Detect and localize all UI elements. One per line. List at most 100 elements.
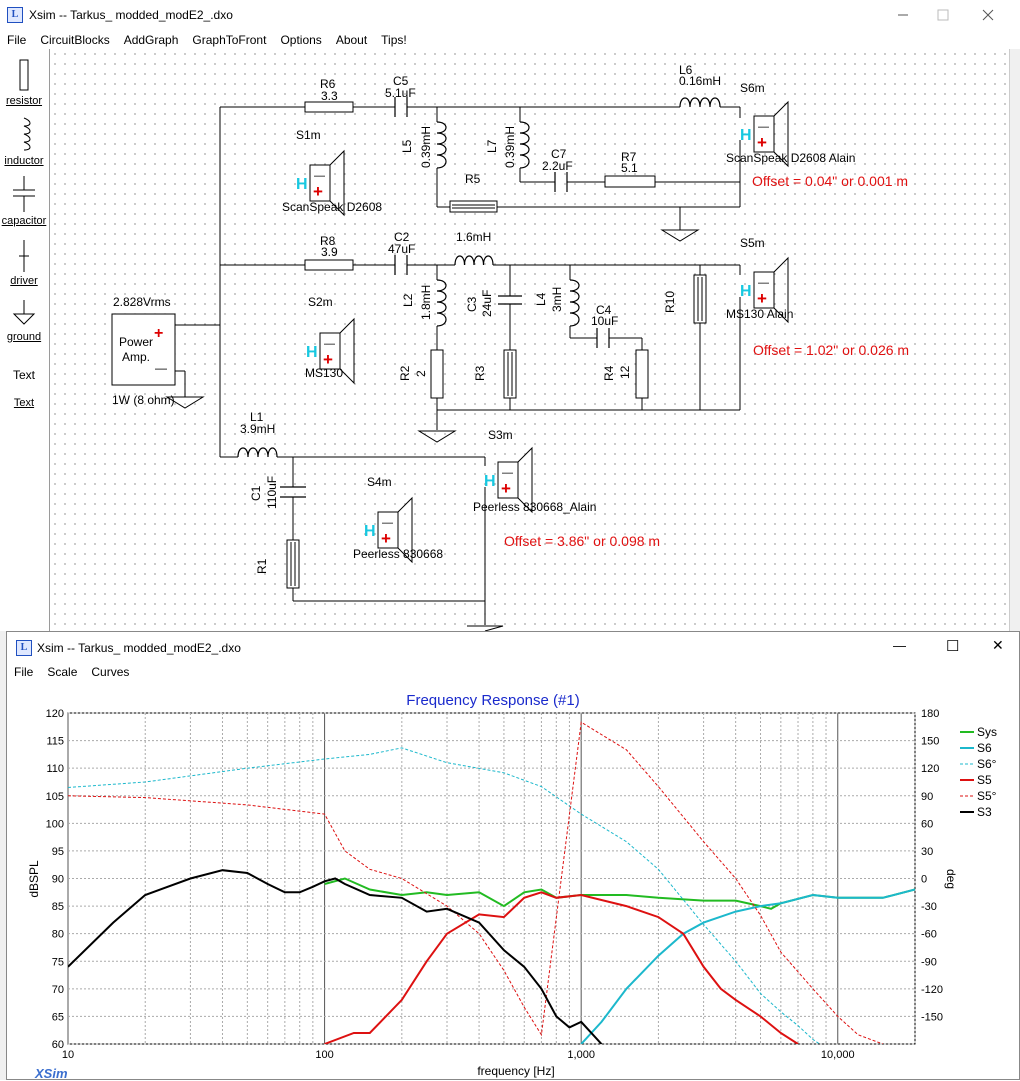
driver-h-mark: H	[740, 127, 752, 144]
inductor-icon	[23, 117, 31, 151]
chart-y2label: deg	[944, 869, 958, 889]
minimize-button[interactable]	[880, 0, 925, 30]
toolbox-resistor[interactable]: resistor	[0, 58, 48, 107]
driver-s5m-model: MS130 Alain	[726, 307, 793, 321]
close-button[interactable]	[970, 0, 1020, 30]
label-l5: L5	[400, 139, 414, 153]
canvas-right-edge	[1009, 49, 1020, 631]
driver-s5m[interactable]: H—+	[740, 256, 789, 324]
series-s6	[580, 888, 915, 1044]
resistor-r6[interactable]	[304, 101, 354, 113]
maximize-button[interactable]	[925, 0, 970, 30]
driver-s2m-model: MS130	[305, 366, 343, 380]
menu-addgraph[interactable]: AddGraph	[123, 33, 179, 47]
inductor-l2[interactable]	[436, 279, 447, 327]
legend-label: S5	[977, 773, 992, 787]
y2-tick-label: 180	[921, 708, 939, 720]
capacitor-c3[interactable]	[498, 295, 522, 305]
inductor-l5[interactable]	[436, 121, 447, 169]
driver-s6m-name: S6m	[740, 81, 765, 95]
toolbox-text[interactable]: Text	[0, 397, 48, 409]
power-amp[interactable]: 2.828Vrms Power Amp. + — 1W (8 ohm)	[111, 295, 176, 407]
toolbox-ground[interactable]: ground	[0, 300, 48, 343]
graph-menu-curves[interactable]: Curves	[91, 665, 130, 679]
graph-minimize-button[interactable]: —	[893, 638, 906, 653]
graph-menu-scale[interactable]: Scale	[47, 665, 78, 679]
capacitor-c7[interactable]	[554, 172, 568, 192]
toolbox-inductor[interactable]: inductor	[0, 116, 48, 167]
driver-s6m[interactable]: H—+	[740, 100, 789, 168]
driver-plus-mark: +	[323, 350, 333, 369]
resistor-r4[interactable]	[635, 349, 649, 399]
menu-about[interactable]: About	[335, 33, 368, 47]
chart-title: Frequency Response (#1)	[406, 692, 579, 709]
background-strip	[0, 631, 6, 1080]
resistor-r1[interactable]	[286, 539, 300, 589]
plot-area	[67, 712, 916, 1045]
label-c3-value: 24uF	[480, 290, 494, 317]
toolbox-text-icon[interactable]: Text	[0, 368, 48, 382]
resistor-r7[interactable]	[604, 175, 656, 188]
resistor-r10[interactable]	[693, 274, 707, 324]
label-r6: R6	[320, 77, 336, 91]
capacitor-c4[interactable]	[596, 328, 610, 348]
y-tick-label: 60	[52, 1039, 64, 1051]
main-window-title: Xsim -- Tarkus_ modded_modE2_.dxo	[29, 8, 233, 22]
resistor-r8[interactable]	[304, 259, 354, 271]
toolbox-driver[interactable]: driver	[0, 240, 48, 287]
y-tick-label: 80	[52, 929, 64, 941]
driver-minus-mark: —	[758, 277, 769, 289]
driver-plus-mark: +	[501, 479, 511, 498]
driver-s3m-name: S3m	[488, 428, 513, 442]
main-menubar: File CircuitBlocks AddGraph GraphToFront…	[0, 30, 1020, 50]
toolbox-driver-label: driver	[10, 275, 38, 287]
driver-s6m-model: ScanSpeak D2608 Alain	[726, 151, 855, 165]
label-l3-value: 1.6mH	[456, 230, 491, 244]
driver-s4m[interactable]: H—+	[364, 496, 413, 564]
menu-tips[interactable]: Tips!	[381, 33, 407, 47]
driver-s1m[interactable]: H—+	[296, 149, 345, 217]
capacitor-c5[interactable]	[394, 97, 408, 117]
capacitor-c1[interactable]	[280, 486, 306, 498]
legend-label: Sys	[977, 725, 997, 739]
toolbox-text-label: Text	[13, 397, 35, 409]
capacitor-c2[interactable]	[394, 255, 408, 275]
graph-menu-file[interactable]: File	[14, 665, 34, 679]
inductor-l3[interactable]	[454, 255, 494, 266]
amp-voltage: 2.828Vrms	[113, 295, 171, 309]
inductor-l6[interactable]	[679, 97, 721, 108]
frequency-response-chart[interactable]: Frequency Response (#1) frequency [Hz] d…	[6, 631, 1020, 1080]
inductor-l7[interactable]	[519, 121, 530, 169]
graph-close-button[interactable]: ✕	[992, 637, 1004, 653]
series-s5	[324, 891, 799, 1044]
chart-grid	[67, 712, 916, 1045]
resistor-r3[interactable]	[503, 349, 517, 399]
y-tick-label: 100	[46, 818, 64, 830]
chart-ylabel: dBSPL	[27, 860, 41, 898]
y2-tick-label: 30	[921, 846, 933, 858]
menu-circuitblocks[interactable]: CircuitBlocks	[40, 33, 110, 47]
inductor-l4[interactable]	[569, 279, 580, 327]
driver-s3m[interactable]: H—+	[484, 446, 533, 514]
label-c4: C4	[596, 303, 612, 317]
menu-options[interactable]: Options	[280, 33, 322, 47]
menu-file[interactable]: File	[7, 33, 27, 47]
driver-s2m[interactable]: H—+	[306, 317, 355, 385]
label-r3: R3	[473, 365, 487, 381]
label-r5: R5	[465, 172, 481, 186]
label-l2: L2	[401, 293, 415, 307]
toolbox-capacitor[interactable]: capacitor	[0, 176, 48, 227]
label-r7: R7	[621, 150, 637, 164]
resistor-r2[interactable]	[430, 349, 444, 399]
legend-label: S5°	[977, 789, 997, 803]
schematic-canvas[interactable]	[49, 49, 1010, 631]
graph-app-icon: L	[16, 640, 32, 656]
ground-icon	[12, 300, 36, 325]
y2-tick-label: -60	[921, 929, 937, 941]
menu-graphtofront[interactable]: GraphToFront	[192, 33, 267, 47]
inductor-l1[interactable]	[237, 447, 278, 458]
graph-maximize-button[interactable]: ☐	[946, 638, 960, 655]
y-tick-label: 65	[52, 1011, 64, 1023]
y2-tick-label: -90	[921, 956, 937, 968]
resistor-r5[interactable]	[449, 200, 498, 213]
